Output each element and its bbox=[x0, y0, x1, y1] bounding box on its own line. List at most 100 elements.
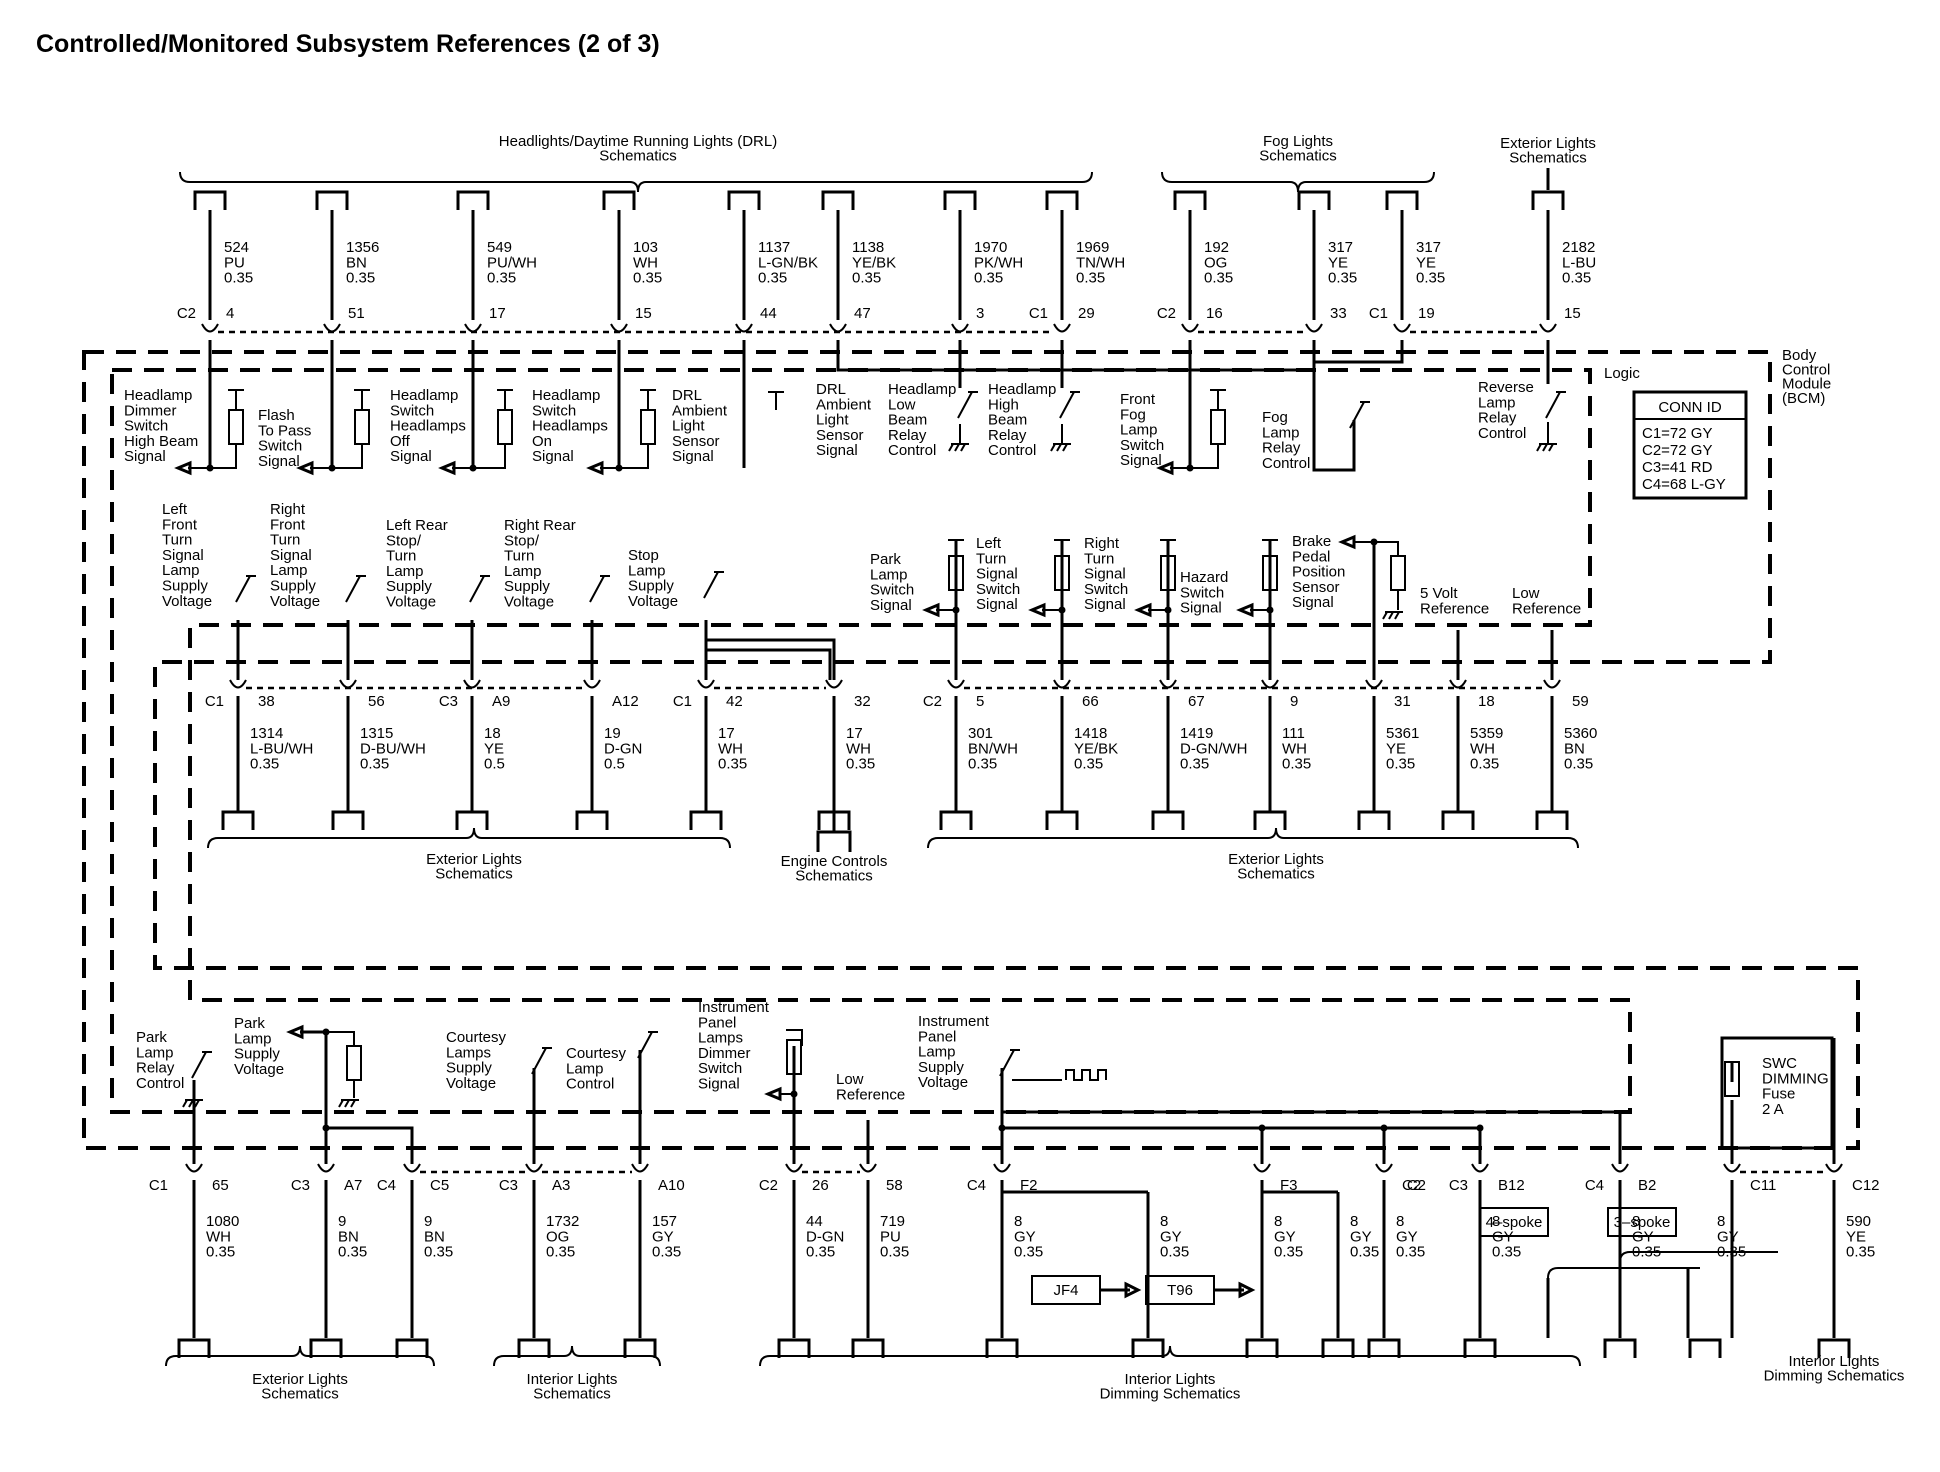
wire bbox=[300, 1030, 328, 1164]
pin-number: 9 bbox=[1290, 693, 1298, 710]
harness-connector bbox=[315, 190, 349, 210]
connector-terminal bbox=[825, 679, 843, 689]
resistor-symbol bbox=[497, 409, 513, 445]
arrow bbox=[296, 460, 314, 476]
splice-dot bbox=[1476, 1124, 1484, 1132]
harness-connector bbox=[1151, 810, 1185, 830]
resistor-symbol bbox=[1390, 555, 1406, 591]
arrow bbox=[1236, 602, 1254, 618]
harness-connector bbox=[1245, 1338, 1279, 1358]
wire bbox=[1314, 340, 1404, 364]
arrow bbox=[174, 460, 192, 476]
pin-number: 56 bbox=[368, 693, 385, 710]
wire bbox=[1260, 1128, 1386, 1164]
diagram-labels: Headlights/Daytime Running Lights (DRL)S… bbox=[124, 133, 1904, 1402]
pin-number: C12 bbox=[1852, 1177, 1880, 1194]
pin-number: 29 bbox=[1078, 305, 1095, 322]
pin-number: C2 bbox=[1402, 1177, 1421, 1194]
connector-id: C3 bbox=[439, 693, 458, 710]
harness-connector bbox=[1131, 1338, 1165, 1358]
wire bbox=[1124, 1281, 1256, 1299]
pin-number: 67 bbox=[1188, 693, 1205, 710]
wire bbox=[1546, 1268, 1690, 1338]
wire bbox=[706, 638, 836, 680]
pin-number: 16 bbox=[1206, 305, 1223, 322]
wire bbox=[210, 444, 237, 469]
harness-connector bbox=[851, 1338, 885, 1358]
connector-terminal bbox=[993, 1163, 1011, 1173]
connector-terminal bbox=[1261, 679, 1279, 689]
connector-terminal bbox=[951, 323, 969, 333]
arrow bbox=[586, 460, 604, 476]
connector-terminal bbox=[403, 1163, 421, 1173]
pin-number: 66 bbox=[1082, 693, 1099, 710]
pin-number: 47 bbox=[854, 305, 871, 322]
resistor-symbol bbox=[228, 409, 244, 445]
group-bracket bbox=[165, 1345, 435, 1367]
switch-symbol bbox=[235, 575, 256, 603]
connector-terminal bbox=[185, 1163, 203, 1173]
harness-connector bbox=[939, 810, 973, 830]
connector-id: C1 bbox=[1029, 305, 1048, 322]
arrow bbox=[764, 1086, 782, 1102]
connector-terminal bbox=[1611, 1163, 1629, 1173]
harness-connector bbox=[1321, 1338, 1355, 1358]
connector-id: C4 bbox=[377, 1177, 396, 1194]
connector-id: C2 bbox=[177, 305, 196, 322]
harness-connector bbox=[1367, 1338, 1401, 1358]
page-title: Controlled/Monitored Subsystem Reference… bbox=[36, 30, 660, 58]
conn-id-box bbox=[1632, 390, 1748, 500]
pin-number: 19 bbox=[1418, 305, 1435, 322]
harness-connector bbox=[1297, 190, 1331, 210]
jf4-box-label: JF4 bbox=[1053, 1282, 1078, 1299]
wire bbox=[1002, 1110, 1622, 1164]
resistor-symbol bbox=[786, 1039, 802, 1075]
connector-id: C1 bbox=[149, 1177, 168, 1194]
harness-connector bbox=[1045, 810, 1079, 830]
resistor-symbol bbox=[640, 409, 656, 445]
harness-connector bbox=[1463, 1338, 1497, 1358]
conn-id-line: C2=72 GY bbox=[1642, 442, 1712, 459]
connector-id: C3 bbox=[291, 1177, 310, 1194]
conn-id-line: C1=72 GY bbox=[1642, 425, 1712, 442]
connector-id: C3 bbox=[499, 1177, 518, 1194]
pwm-signal bbox=[1012, 1069, 1107, 1081]
connector-terminal bbox=[1365, 679, 1383, 689]
harness-connector bbox=[1253, 810, 1287, 830]
harness-connector bbox=[177, 1338, 211, 1358]
pin-number: 17 bbox=[489, 305, 506, 322]
group-bracket bbox=[493, 1345, 661, 1367]
connector-id: C4 bbox=[967, 1177, 986, 1194]
switch-symbol bbox=[589, 575, 610, 603]
pin-number: 3 bbox=[976, 305, 984, 322]
connector-terminal bbox=[1825, 1163, 1843, 1173]
